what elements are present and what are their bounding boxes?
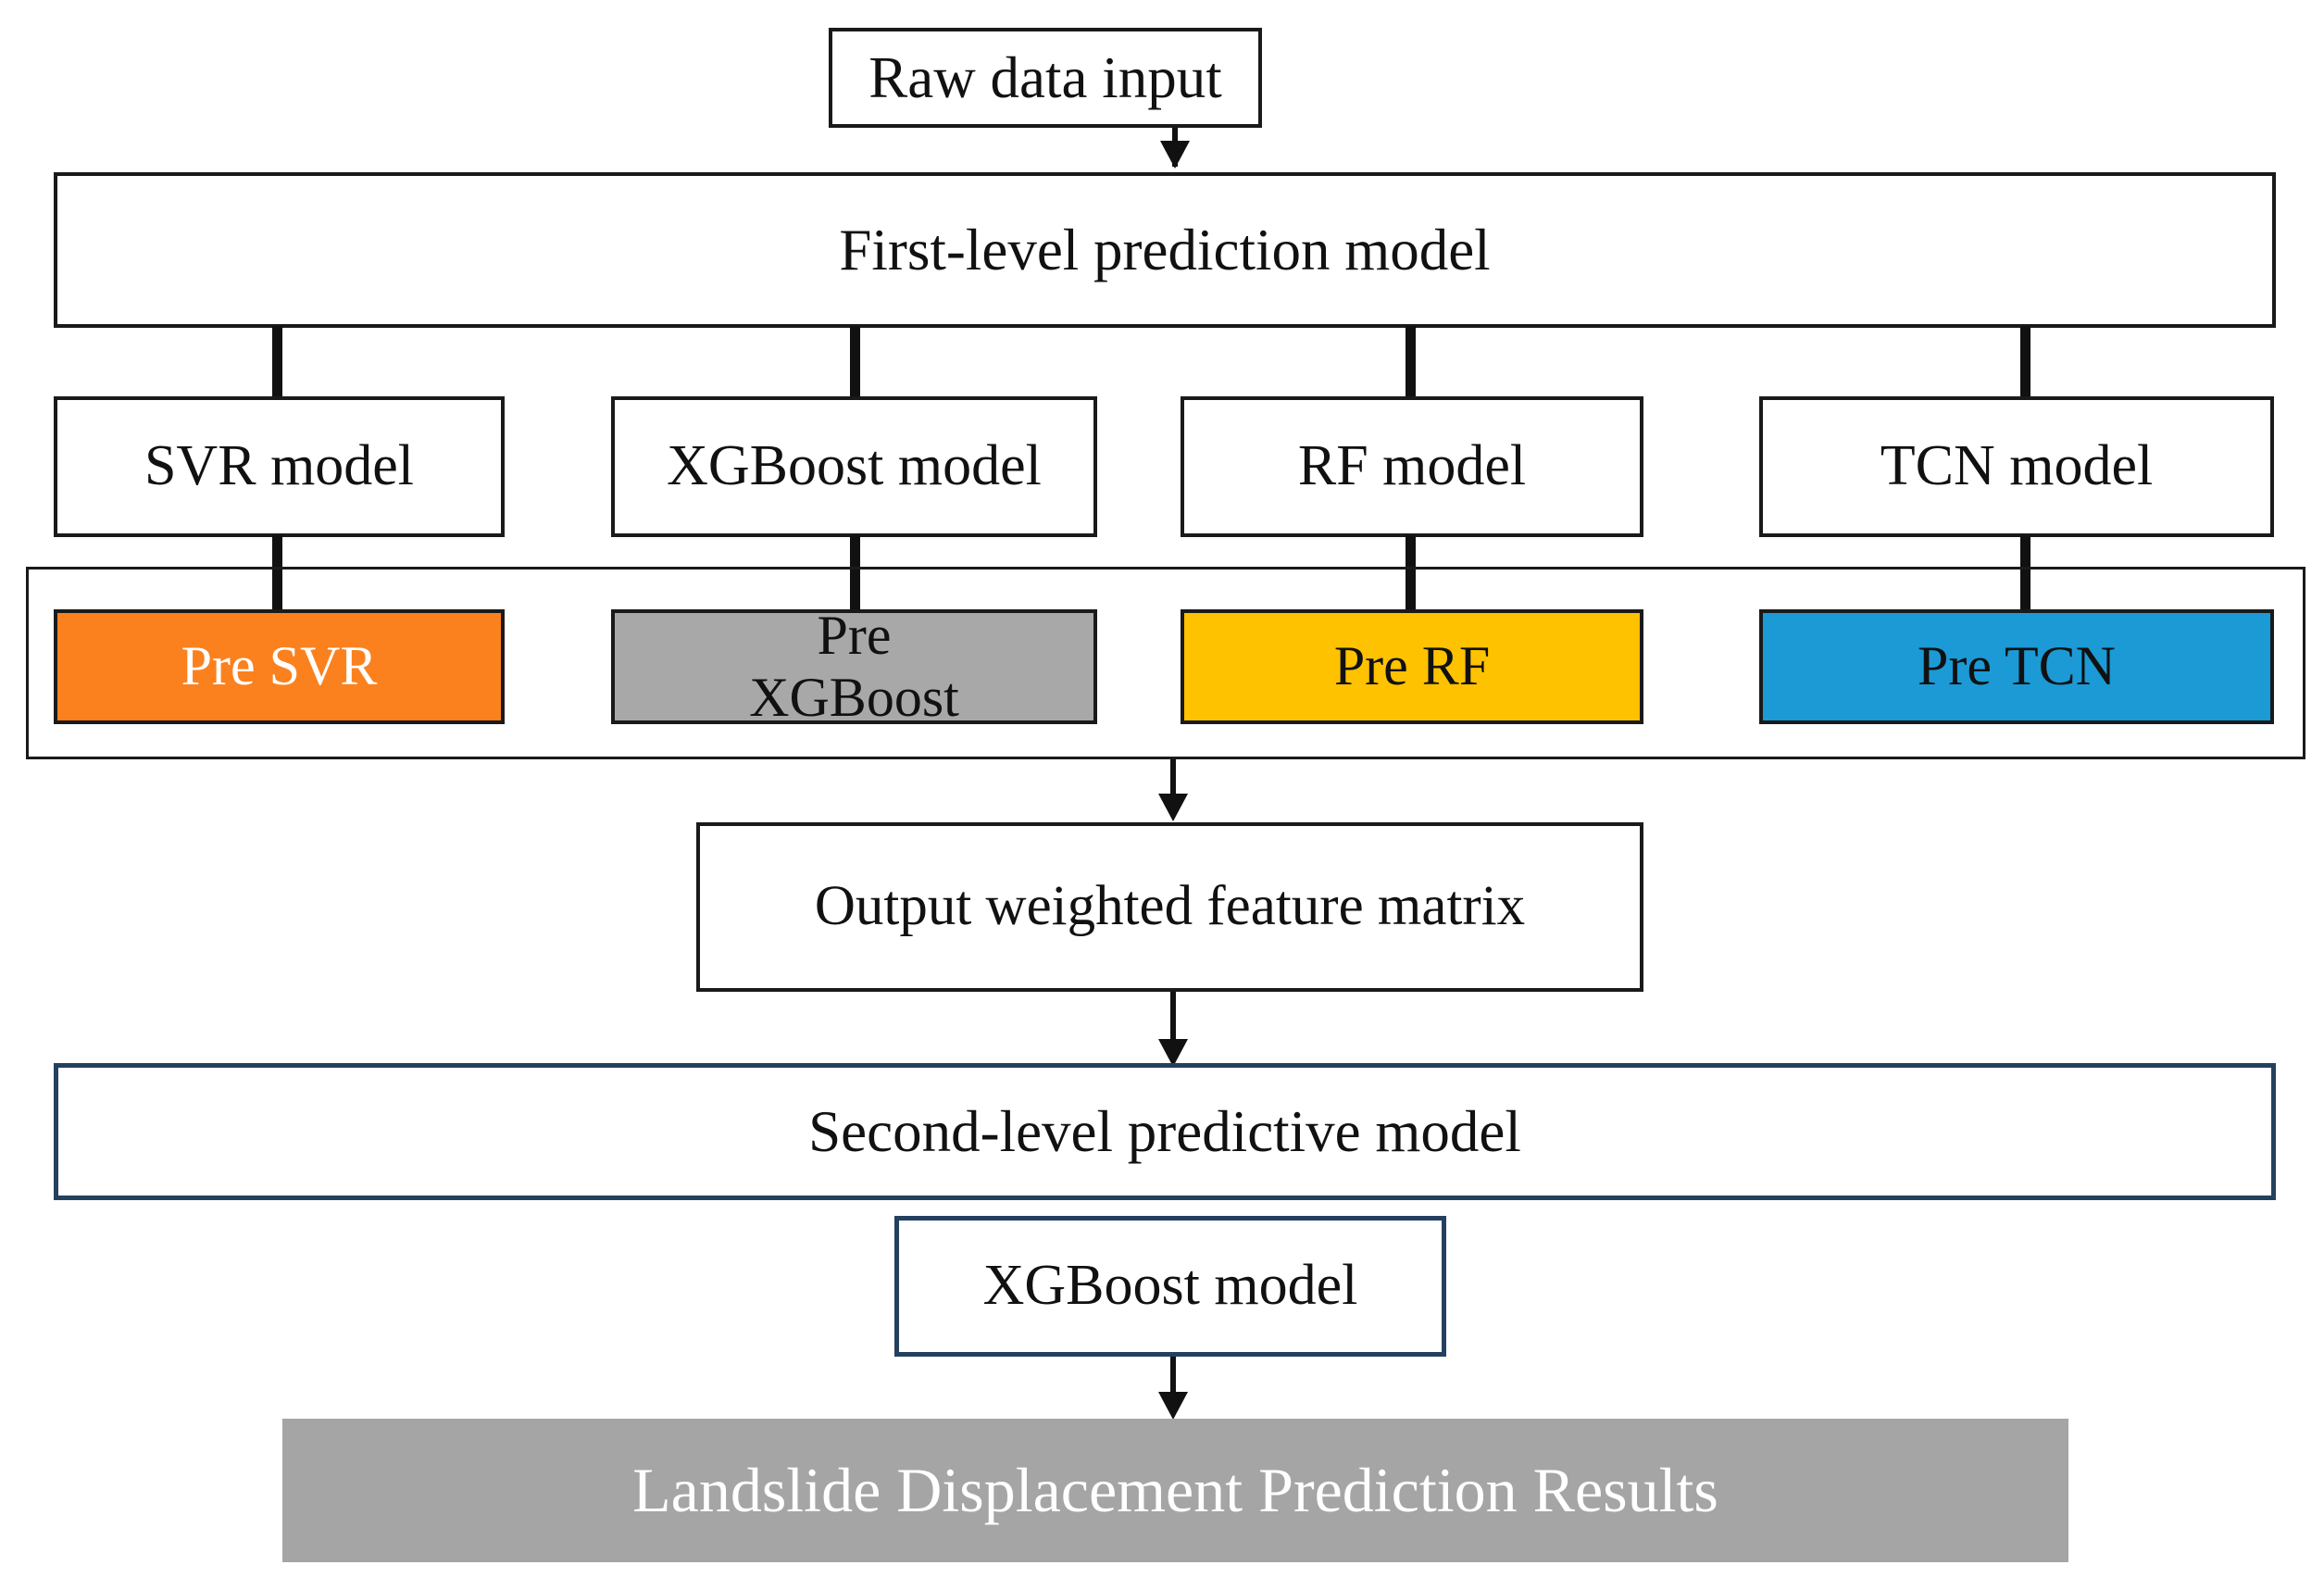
node-raw-data-input-label: Raw data input bbox=[868, 44, 1222, 110]
connector-firstlevel-to-svr bbox=[272, 326, 282, 398]
node-landslide-displacement-prediction-results-label: Landslide Displacement Prediction Result… bbox=[632, 1455, 1718, 1526]
arrowhead-predictions-to-matrix bbox=[1158, 794, 1188, 821]
connector-firstlevel-to-tcn bbox=[2020, 326, 2030, 398]
node-base-model-rf-label: RF model bbox=[1297, 434, 1527, 498]
connector-svr-to-pre-svr bbox=[272, 535, 282, 620]
connector-metamodel-to-results bbox=[1170, 1357, 1176, 1414]
connector-firstlevel-to-rf bbox=[1406, 326, 1416, 398]
node-landslide-displacement-prediction-results: Landslide Displacement Prediction Result… bbox=[282, 1419, 2068, 1562]
node-raw-data-input: Raw data input bbox=[829, 28, 1262, 128]
connector-firstlevel-to-xgboost bbox=[850, 326, 860, 398]
node-meta-model-xgboost-label: XGBoost model bbox=[982, 1254, 1358, 1318]
node-base-model-svr: SVR model bbox=[54, 396, 505, 537]
node-meta-model-xgboost: XGBoost model bbox=[894, 1216, 1446, 1357]
node-prediction-pre-xgboost-label: Pre XGBoost bbox=[749, 604, 959, 728]
connector-matrix-to-secondlevel bbox=[1170, 992, 1176, 1058]
node-prediction-pre-svr-label: Pre SVR bbox=[181, 635, 378, 697]
connector-xgboost-to-pre-xgboost bbox=[850, 535, 860, 620]
node-second-level-predictive-model: Second-level predictive model bbox=[54, 1063, 2276, 1200]
node-prediction-pre-rf: Pre RF bbox=[1181, 609, 1643, 724]
node-second-level-predictive-model-label: Second-level predictive model bbox=[808, 1098, 1521, 1164]
arrowhead-raw-to-firstlevel bbox=[1160, 141, 1190, 169]
connector-rf-to-pre-rf bbox=[1406, 535, 1416, 620]
node-base-model-xgboost-label: XGBoost model bbox=[667, 434, 1042, 498]
node-prediction-pre-rf-label: Pre RF bbox=[1333, 635, 1491, 697]
connector-predictions-to-matrix bbox=[1170, 759, 1176, 815]
node-base-model-xgboost: XGBoost model bbox=[611, 396, 1097, 537]
node-prediction-pre-xgboost: Pre XGBoost bbox=[611, 605, 1097, 728]
node-base-model-tcn: TCN model bbox=[1759, 396, 2274, 537]
arrowhead-matrix-to-secondlevel bbox=[1158, 1039, 1188, 1067]
node-output-weighted-feature-matrix-label: Output weighted feature matrix bbox=[814, 875, 1526, 938]
connector-tcn-to-pre-tcn bbox=[2020, 535, 2030, 620]
arrowhead-metamodel-to-results bbox=[1158, 1392, 1188, 1420]
node-base-model-svr-label: SVR model bbox=[144, 434, 415, 498]
node-prediction-pre-tcn: Pre TCN bbox=[1759, 609, 2274, 724]
node-prediction-pre-tcn-label: Pre TCN bbox=[1918, 635, 2116, 697]
node-first-level-prediction-model-label: First-level prediction model bbox=[839, 217, 1491, 282]
node-base-model-tcn-label: TCN model bbox=[1880, 434, 2154, 498]
node-base-model-rf: RF model bbox=[1181, 396, 1643, 537]
node-first-level-prediction-model: First-level prediction model bbox=[54, 172, 2276, 328]
node-output-weighted-feature-matrix: Output weighted feature matrix bbox=[696, 822, 1643, 992]
node-prediction-pre-svr: Pre SVR bbox=[54, 609, 505, 724]
predictions-container-frame bbox=[26, 567, 2305, 759]
